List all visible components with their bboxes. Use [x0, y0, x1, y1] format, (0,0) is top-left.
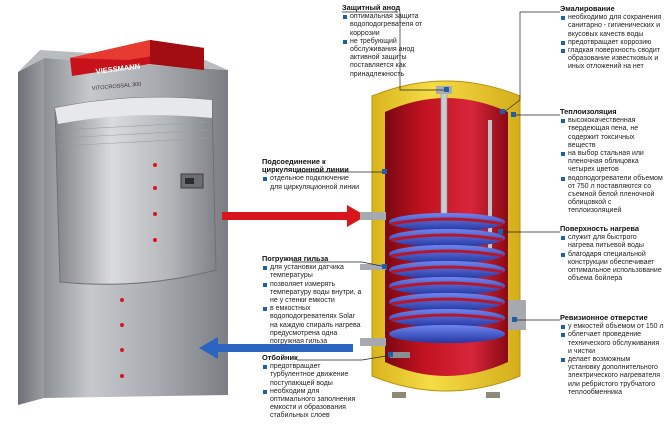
annotation-enamel: Эмалирование необходимо для сохранения с… [560, 4, 664, 72]
annotation-item: для установки датчика температуры [262, 264, 362, 280]
annotation-title: Поверхность нагрева [560, 224, 639, 233]
annotation-inspection: Ревизионное отверстие у емкостей объемом… [560, 313, 664, 397]
annotation-item: высококачественная твердеющая пена, не с… [560, 117, 664, 150]
cabinet-dots [120, 163, 157, 378]
model-name: VITOCROSSAL 300 [92, 82, 142, 92]
boiler-illustration: VIESSMANN VITOCROSSAL 300 [18, 40, 228, 405]
leader-lines [292, 11, 560, 361]
return-arrow [199, 337, 353, 359]
annotation-item: предотвращает турбулентное движение пост… [262, 363, 362, 388]
annotation-item: у емкостей объемом от 150 л [560, 323, 664, 331]
supply-arrow [222, 205, 366, 227]
annotation-item: делает возможным установку дополнительно… [560, 356, 664, 397]
heating-coil [389, 213, 505, 343]
annotation-item: благодаря специальной конструкции обеспе… [560, 251, 664, 284]
annotation-title: Погружная гильза [262, 254, 329, 263]
annotation-item: отдельное подключение для циркуляционной… [262, 175, 362, 191]
annotation-title: Ревизионное отверстие [560, 313, 648, 322]
annotation-item: необходим для оптимального заполнения ем… [262, 388, 362, 421]
annotation-item: водоподогреватели объемом от 750 л поста… [560, 175, 664, 216]
annotation-item: в емкостных водоподогревателях Solar на … [262, 305, 362, 346]
water-heater-tank [360, 80, 526, 398]
annotation-title: Отбойник [262, 353, 298, 362]
annotation-sleeve: Погружная гильза для установки датчика т… [262, 254, 362, 346]
annotation-item: на выбор стальная или пленочная облицовк… [560, 150, 664, 175]
annotation-title: Подсоединение к циркуляционной линии [262, 157, 349, 175]
annotation-item: оптимальная защита водоподогревателя от … [342, 13, 442, 38]
annotation-item: служит для быстрого нагрева питьевой вод… [560, 234, 664, 250]
annotation-item: гладкая поверхность сводит образование и… [560, 47, 664, 72]
annotation-title: Теплоизоляция [560, 107, 617, 116]
annotation-baffle: Отбойник предотвращает турбулентное движ… [262, 353, 362, 421]
annotation-heating-surface: Поверхность нагрева служит для быстрого … [560, 224, 664, 284]
boiler-front-door [54, 96, 217, 285]
annotation-item: облегчает проведение технического обслуж… [560, 331, 664, 356]
annotation-title: Эмалирование [560, 4, 615, 13]
annotation-insulation: Теплоизоляция высококачественная твердею… [560, 107, 664, 216]
annotation-item: позволяет измерять температуру воды внут… [262, 281, 362, 306]
leader-endpoints [382, 87, 517, 357]
tank-baffle [390, 352, 410, 358]
boiler-cabinet-side [18, 58, 44, 405]
annotation-item: не требующий обслуживания анод активной … [342, 38, 442, 79]
annotation-anode: Защитный анод оптимальная защита водопод… [342, 3, 442, 79]
annotation-circulation: Подсоединение к циркуляционной линии отд… [262, 157, 362, 192]
annotation-item: необходимо для сохранения санитарно - ги… [560, 14, 664, 39]
annotation-title: Защитный анод [342, 3, 401, 12]
annotation-item: предотвращает коррозию [560, 39, 664, 47]
